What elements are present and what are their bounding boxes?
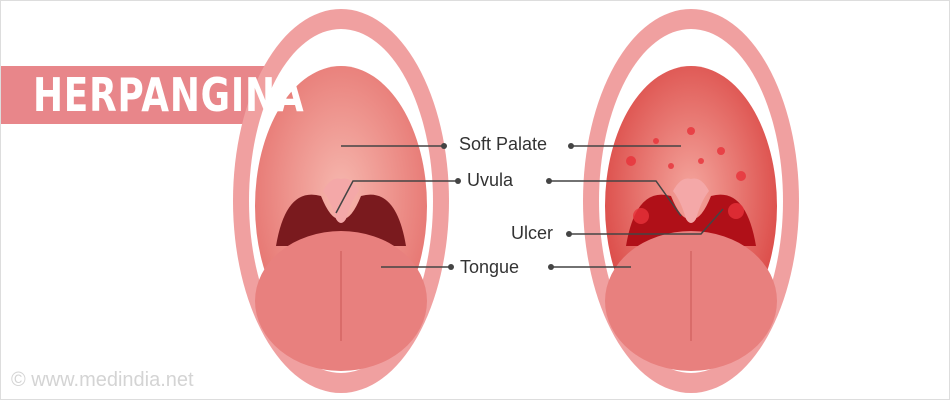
label-soft-palate: Soft Palate: [459, 134, 548, 154]
label-tongue: Tongue: [460, 257, 520, 277]
healthy-mouth: [233, 9, 449, 393]
uvula: [673, 178, 709, 223]
watermark: © www.medindia.net: [11, 369, 194, 391]
infected-mouth: [583, 9, 799, 393]
leader-dots: [441, 143, 574, 270]
ulcer-spots: [626, 127, 746, 224]
label-uvula: Uvula: [467, 170, 514, 190]
label-ulcer: Ulcer: [511, 223, 554, 243]
title-banner: [1, 66, 291, 124]
uvula: [323, 178, 359, 223]
leader-lines: [335, 145, 724, 268]
page-title: HERPANGINA: [33, 68, 305, 122]
